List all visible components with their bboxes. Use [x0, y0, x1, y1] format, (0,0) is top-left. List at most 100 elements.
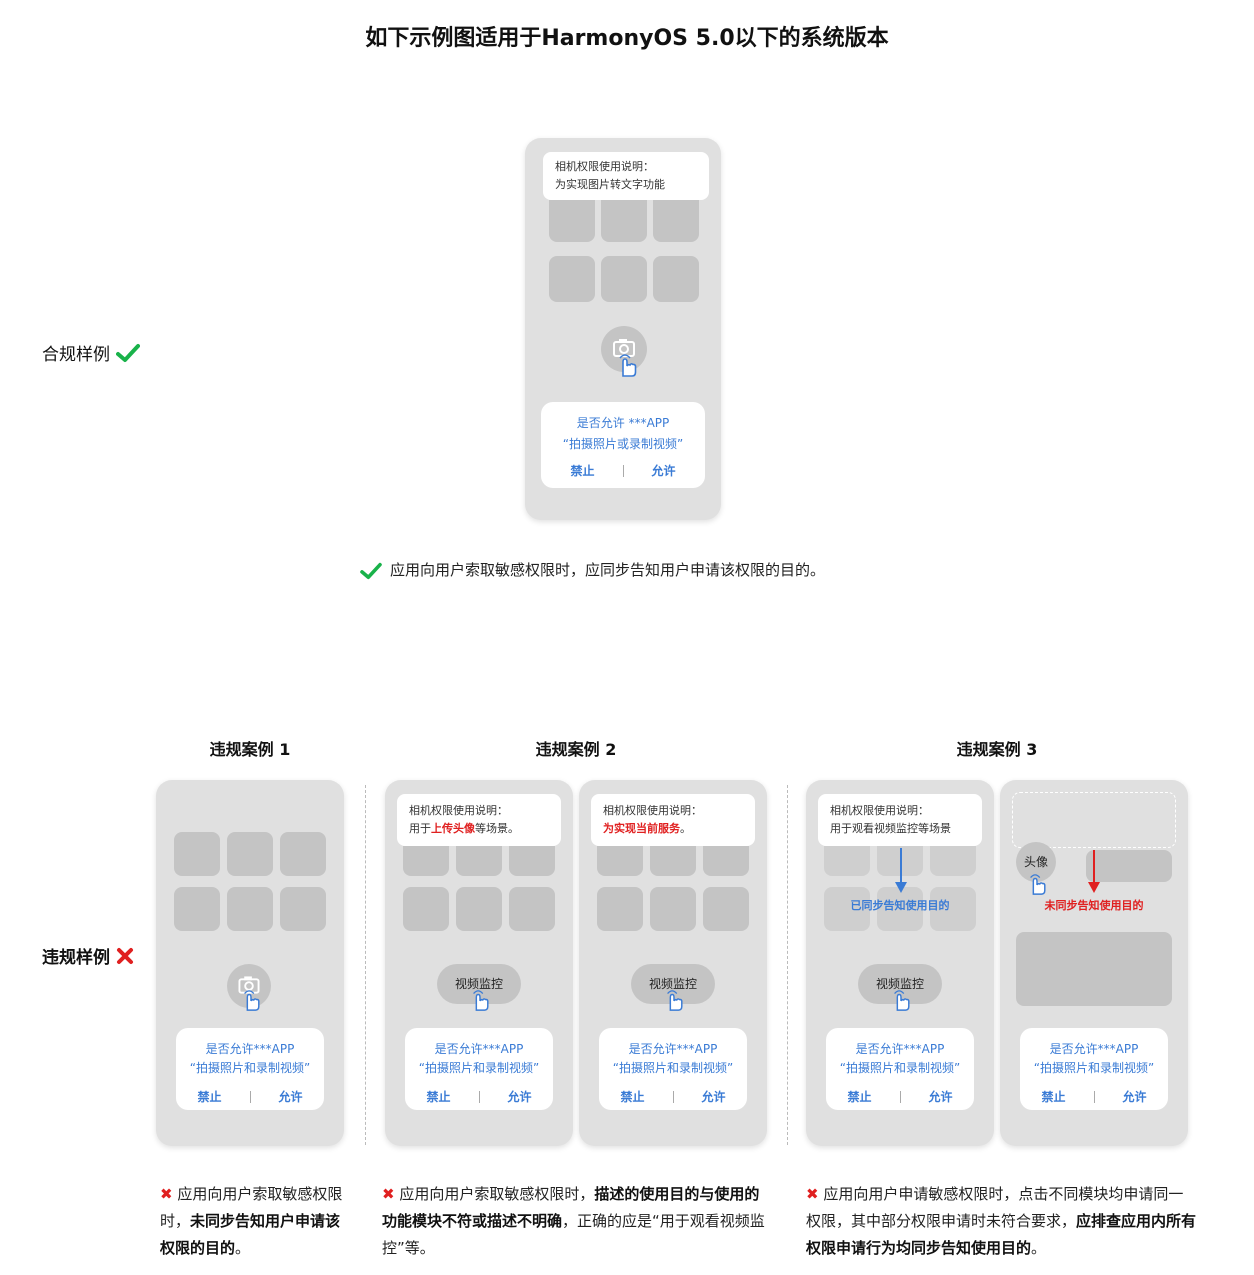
check-icon — [360, 562, 382, 579]
allow-button[interactable]: 允许 — [651, 464, 676, 478]
caption-text: 应用向用户索取敏感权限时， — [160, 1185, 343, 1230]
allow-button[interactable]: 允许 — [928, 1090, 953, 1104]
button-divider — [478, 1090, 480, 1103]
dialog-subtitle: “拍摄照片和录制视频” — [839, 1061, 961, 1075]
app-tile — [174, 887, 220, 931]
camera-icon — [238, 976, 260, 994]
case-divider — [787, 785, 788, 1145]
note-line: 用于上传头像等场景。 — [409, 820, 549, 838]
allow-button[interactable]: 允许 — [507, 1090, 532, 1104]
deny-button[interactable]: 禁止 — [1041, 1090, 1066, 1104]
app-tile — [650, 887, 696, 931]
compliant-caption-text: 应用向用户索取敏感权限时，应同步告知用户申请该权限的目的。 — [390, 561, 826, 579]
permission-dialog: 是否允许***APP “拍摄照片和录制视频” 禁止 允许 — [826, 1028, 974, 1110]
app-tile — [509, 887, 555, 931]
allow-button[interactable]: 允许 — [1122, 1090, 1147, 1104]
dialog-title: 是否允许***APP — [205, 1042, 295, 1056]
app-tile — [549, 200, 595, 242]
violation-label-text: 违规样例 — [42, 948, 110, 968]
app-tile — [174, 832, 220, 876]
app-tile — [456, 887, 502, 931]
dialog-subtitle: “拍摄照片和录制视频” — [189, 1061, 311, 1075]
app-tile — [653, 256, 699, 302]
synced-tag: 已同步告知使用目的 — [850, 899, 950, 912]
tap-hand-icon — [244, 990, 260, 1011]
dialog-title: 是否允许***APP — [1049, 1042, 1139, 1056]
button-divider — [899, 1090, 901, 1103]
deny-button[interactable]: 禁止 — [197, 1090, 222, 1104]
permission-dialog: 是否允许***APP “拍摄照片和录制视频” 禁止 允许 — [599, 1028, 747, 1110]
caption-bold: 未同步告知用户申请该权限的目的 — [160, 1212, 341, 1257]
note-line: 相机权限使用说明： — [830, 804, 929, 817]
app-tile — [877, 887, 923, 931]
cross-icon — [117, 947, 133, 964]
dialog-title: 是否允许 ***APP — [576, 416, 670, 430]
case-divider — [365, 785, 366, 1145]
caption-bold: 应排查应用内所有权限申请行为均同步告知使用目的 — [806, 1212, 1197, 1257]
app-tile — [509, 846, 555, 876]
app-tile — [227, 887, 273, 931]
case1-title: 违规案例 1 — [209, 740, 291, 759]
compliant-label-text: 合规样例 — [42, 345, 110, 365]
deny-button[interactable]: 禁止 — [570, 464, 595, 478]
button-divider — [1093, 1090, 1095, 1103]
case1-phone: 是否允许***APP “拍摄照片和录制视频” 禁止 允许 — [156, 780, 344, 1146]
app-tile — [601, 200, 647, 242]
camera-icon — [613, 339, 635, 357]
app-tile — [597, 887, 643, 931]
app-tile — [597, 846, 643, 876]
caption-bold: 描述的使用目的与使用的功能模块不符或描述不明确 — [382, 1185, 760, 1230]
app-tile — [549, 256, 595, 302]
case1-caption: ✖ 应用向用户索取敏感权限时，未同步告知用户申请该权限的目的。 — [160, 1181, 350, 1262]
button-divider — [249, 1090, 251, 1103]
note-line: 为实现图片转文字功能 — [555, 178, 665, 191]
dialog-title: 是否允许***APP — [628, 1042, 718, 1056]
permission-note: 相机权限使用说明： 为实现图片转文字功能 — [543, 152, 709, 200]
allow-button[interactable]: 允许 — [278, 1090, 303, 1104]
case3-caption: ✖ 应用向用户申请敏感权限时，点击不同模块均申请同一权限，其中部分权限申请时未符… — [806, 1181, 1198, 1262]
caption-text: 应用向用户申请敏感权限时，点击不同模块均申请同一权限，其中部分权限申请时未符合要… — [806, 1185, 1184, 1230]
allow-button[interactable]: 允许 — [701, 1090, 726, 1104]
case3-phone-b: 头像 未同步告知使用目的 是否允许***APP “拍摄照片和录制视频” 禁止 允… — [1000, 780, 1188, 1146]
tap-hand-icon — [667, 990, 683, 1011]
case3-title: 违规案例 3 — [956, 740, 1038, 759]
app-tile — [653, 200, 699, 242]
compliant-phone: 相机权限使用说明： 为实现图片转文字功能 是否允许 ***APP “拍摄照片或录… — [525, 138, 721, 520]
deny-button[interactable]: 禁止 — [847, 1090, 872, 1104]
app-tile — [227, 832, 273, 876]
deny-button[interactable]: 禁止 — [426, 1090, 451, 1104]
dialog-subtitle: “拍摄照片或录制视频” — [562, 437, 684, 451]
caption-text: ，正确的应是“用于观看视频监控”等。 — [382, 1212, 765, 1257]
app-tile — [280, 887, 326, 931]
page-title: 如下示例图适用于HarmonyOS 5.0以下的系统版本 — [365, 26, 889, 51]
dialog-title: 是否允许***APP — [855, 1042, 945, 1056]
button-divider — [622, 464, 624, 477]
compliant-caption: 应用向用户索取敏感权限时，应同步告知用户申请该权限的目的。 — [360, 557, 825, 584]
note-text: 等场景。 — [475, 822, 519, 835]
video-monitor-button[interactable]: 视频监控 — [631, 964, 715, 1004]
app-tile — [601, 256, 647, 302]
deny-button[interactable]: 禁止 — [620, 1090, 645, 1104]
app-tile — [930, 846, 976, 876]
tap-hand-icon — [894, 990, 910, 1011]
check-icon — [116, 343, 140, 362]
dialog-subtitle: “拍摄照片和录制视频” — [612, 1061, 734, 1075]
note-text: 。 — [680, 822, 691, 835]
note-text: 用于 — [409, 822, 431, 835]
caption-text: 。 — [1031, 1239, 1047, 1257]
app-tile — [824, 887, 870, 931]
dialog-subtitle: “拍摄照片和录制视频” — [1033, 1061, 1155, 1075]
violation-label: 违规样例 — [42, 943, 134, 968]
compliant-label: 合规样例 — [42, 340, 140, 365]
permission-note: 相机权限使用说明： 用于上传头像等场景。 — [397, 794, 561, 846]
app-tile — [824, 846, 870, 876]
permission-note: 相机权限使用说明： 为实现当前服务。 — [591, 794, 755, 846]
case2-phone-a: 相机权限使用说明： 用于上传头像等场景。 视频监控 是否允许***APP “拍摄… — [385, 780, 573, 1146]
case3-phone-a: 相机权限使用说明： 用于观看视频监控等场景 已同步告知使用目的 视频监控 是否允… — [806, 780, 994, 1146]
permission-dialog: 是否允许***APP “拍摄照片和录制视频” 禁止 允许 — [176, 1028, 324, 1110]
tap-hand-icon — [473, 990, 489, 1011]
caption-text: 。 — [235, 1239, 251, 1257]
case2-caption: ✖ 应用向用户索取敏感权限时，描述的使用目的与使用的功能模块不符或描述不明确，正… — [382, 1181, 774, 1262]
permission-dialog: 是否允许 ***APP “拍摄照片或录制视频” 禁止 允许 — [541, 402, 705, 488]
note-line: 用于观看视频监控等场景 — [830, 822, 951, 835]
